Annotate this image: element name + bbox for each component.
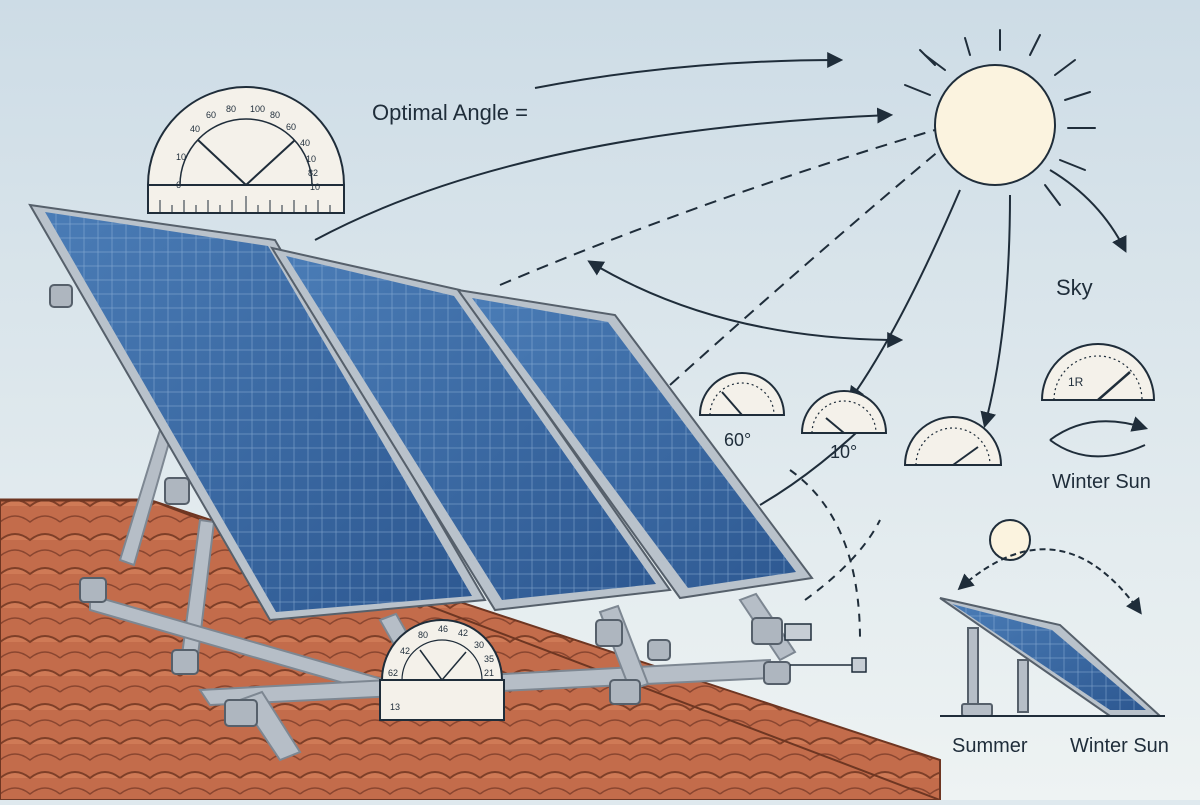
protractor-top-tick-2: 40 xyxy=(190,124,200,134)
protractor-top-tick-0: 6 xyxy=(176,180,181,190)
protractor-roof-tick-4: 46 xyxy=(438,624,448,634)
protractor-top-tick-7: 60 xyxy=(286,122,296,132)
angle-clamp xyxy=(784,623,867,673)
protractor-top-tick-8: 40 xyxy=(300,138,310,148)
protractor-roof-tick-5: 42 xyxy=(458,628,468,638)
protractor-top-tick-5: 100 xyxy=(250,104,265,114)
protractor-top-tick-10: 82 xyxy=(308,168,318,178)
protractor-roof-tick-8: 21 xyxy=(484,668,494,678)
protractor-roof-tick-6: 30 xyxy=(474,640,484,650)
gauge-small-label: 1R xyxy=(1068,375,1084,389)
protractor-top-tick-3: 60 xyxy=(206,110,216,120)
winter-sun-bottom-label: Winter Sun xyxy=(1070,735,1169,757)
protractor-roof-tick-1: 62 xyxy=(388,668,398,678)
solar-panel-3 xyxy=(455,288,814,600)
protractor-top-tick-1: 10 xyxy=(176,152,186,162)
solar-panel-2 xyxy=(269,246,672,612)
gauge-third xyxy=(903,416,1003,466)
protractor-roof: 13 62 42 80 46 42 30 35 21 xyxy=(379,619,505,721)
gauge-winter-sun: 1R Winter Sun xyxy=(1040,343,1156,493)
protractor-roof-tick-2: 42 xyxy=(400,646,410,656)
protractor-roof-tick-3: 80 xyxy=(418,630,428,640)
summer-label: Summer xyxy=(952,735,1028,757)
solar-panel-1 xyxy=(28,203,487,622)
inset-summer-winter: Summer Winter Sun xyxy=(939,519,1169,757)
angle-10-label: 10° xyxy=(830,442,857,462)
protractor-top-tick-6: 80 xyxy=(270,110,280,120)
winter-sun-right-label: Winter Sun xyxy=(1052,471,1151,493)
protractor-top-tick-11: 10 xyxy=(310,182,320,192)
gauge-10-degrees: 10° xyxy=(800,390,888,462)
gauge-60-degrees: 60° xyxy=(698,372,786,450)
protractor-top: 6 10 40 60 80 100 80 60 40 10 82 10 xyxy=(146,86,346,214)
protractor-top-tick-4: 80 xyxy=(226,104,236,114)
protractor-roof-tick-7: 35 xyxy=(484,654,494,664)
angle-60-label: 60° xyxy=(724,430,751,450)
sky-label: Sky xyxy=(1056,275,1093,300)
sun-icon xyxy=(904,29,1096,206)
optimal-angle-label: Optimal Angle = xyxy=(372,100,528,125)
small-sun-icon xyxy=(989,519,1031,561)
protractor-roof-tick-0: 13 xyxy=(390,702,400,712)
sun-path-lines xyxy=(314,52,1127,641)
protractor-top-tick-9: 10 xyxy=(306,154,316,164)
